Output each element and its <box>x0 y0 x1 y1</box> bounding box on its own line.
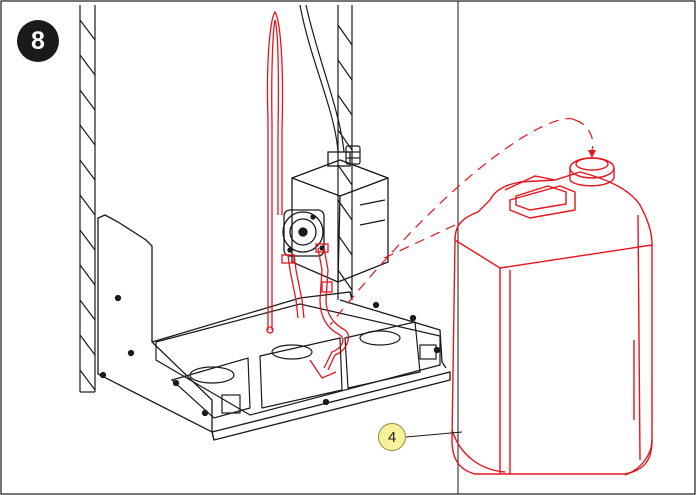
left-wall <box>79 5 96 393</box>
mounting-frame <box>97 214 451 441</box>
callout-canister: 4 <box>378 423 406 451</box>
drip-tray <box>155 303 441 419</box>
canister <box>451 157 653 476</box>
cable-gland <box>345 145 361 165</box>
peristaltic-pump <box>282 151 389 283</box>
step-number-badge: 8 <box>17 20 59 62</box>
power-cable <box>299 4 345 153</box>
insertion-arrow-icon <box>588 150 596 158</box>
insertion-guide <box>329 118 594 326</box>
callout-leader-line <box>405 431 463 438</box>
suction-tube <box>266 10 349 379</box>
